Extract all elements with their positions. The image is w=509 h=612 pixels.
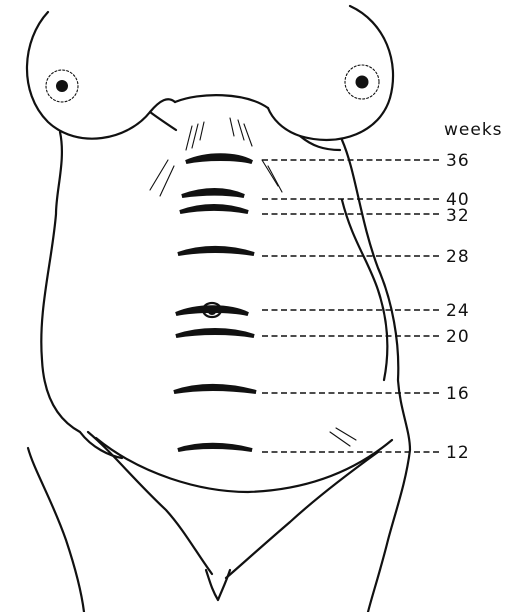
label-12: 12	[446, 443, 470, 463]
pubic-area	[206, 570, 230, 600]
right-breast	[268, 6, 393, 140]
label-32: 32	[446, 206, 470, 226]
fundal-mark-20	[176, 330, 254, 336]
label-36: 36	[446, 151, 470, 171]
fundal-mark-32	[180, 206, 248, 212]
right-nipple	[356, 76, 369, 89]
fundal-mark-24	[176, 307, 248, 314]
nipples	[46, 65, 379, 102]
groin-crease-right	[226, 452, 378, 578]
left-nipple	[56, 80, 68, 92]
label-28: 28	[446, 247, 470, 267]
chest-line	[175, 95, 268, 108]
week-labels: weeks 36 40 32 28 24 20 16 12	[444, 120, 503, 463]
left-thigh	[28, 448, 84, 612]
label-20: 20	[446, 327, 470, 347]
fundal-mark-12	[178, 445, 252, 450]
rib-left	[150, 112, 176, 130]
fundal-mark-28	[178, 248, 254, 254]
sternum-hatching	[150, 118, 356, 446]
fundal-mark-36	[186, 155, 252, 162]
label-16: 16	[446, 384, 470, 404]
left-breast	[27, 12, 175, 139]
label-24: 24	[446, 301, 470, 321]
right-flank	[342, 140, 410, 612]
fundal-mark-16	[174, 386, 256, 392]
left-flank	[41, 132, 122, 458]
fundal-mark-40	[182, 190, 244, 196]
leader-lines	[262, 160, 440, 452]
weeks-unit-label: weeks	[444, 120, 503, 140]
